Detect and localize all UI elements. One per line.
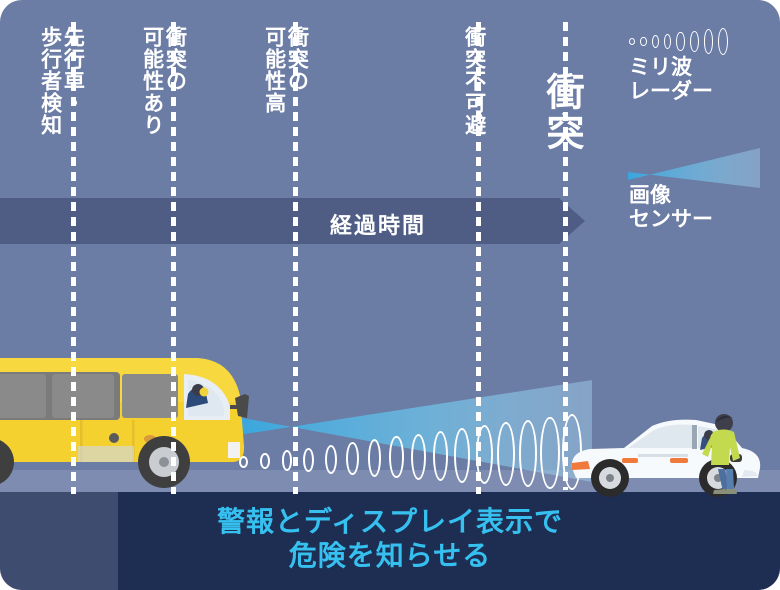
radar-pulse-icon	[497, 422, 516, 486]
legend-camera-wedge-icon	[628, 148, 760, 188]
stage-guide-unavoidable	[476, 22, 481, 494]
radar-pulse-icon	[281, 450, 293, 471]
legend-camera-label: 画像 センサー	[629, 184, 713, 231]
radar-pulse-icon	[411, 433, 426, 480]
radar-pulse-icon	[629, 38, 635, 45]
radar-pulse-icon	[389, 436, 404, 479]
legend-radar-label: ミリ波 レーダー	[629, 56, 713, 103]
stage-label-high: 衝突の 可能性高	[262, 26, 309, 114]
yellow-bus	[0, 358, 249, 488]
radar-pulse-icon	[640, 36, 647, 47]
elapsed-time-arrow-bar	[0, 198, 560, 244]
radar-pulse-icon	[717, 28, 728, 55]
stage-guide-high	[293, 22, 298, 494]
radar-pulse-icon	[540, 416, 560, 489]
radar-pulse-icon	[260, 453, 270, 470]
radar-pulse-icon	[367, 439, 382, 477]
radar-pulse-icon	[518, 419, 538, 488]
radar-pulse-icon	[432, 430, 449, 482]
radar-pulse-icon	[454, 428, 471, 483]
radar-pulse-icon	[651, 35, 659, 48]
radar-pulse-icon	[689, 30, 699, 53]
radar-pulse-icon	[663, 33, 672, 50]
caption-block: 警報とディスプレイ表示で 危険を知らせる	[0, 505, 780, 573]
caption-line-2: 危険を知らせる	[288, 540, 492, 572]
radar-pulse-icon	[303, 447, 315, 473]
elapsed-time-label: 経過時間	[330, 213, 427, 238]
legend-radar-icons	[629, 28, 728, 55]
pedestrian-walking	[702, 414, 740, 494]
stage-label-possible: 衝突の 可能性あり	[140, 26, 187, 136]
stage-guide-possible	[171, 22, 176, 494]
stage-label-detect: 先行車・ 歩行者検知	[38, 26, 85, 136]
caption-line-1: 警報とディスプレイ表示で	[216, 506, 564, 537]
road-right-band	[118, 492, 780, 590]
stage-guide-detect	[71, 22, 76, 494]
road-left-band	[0, 492, 118, 590]
radar-pulse-icon	[703, 29, 713, 54]
stage-label-collision: 衝突	[540, 72, 583, 152]
stage-guide-collision	[563, 22, 568, 490]
stage-label-unavoidable: 衝突不可避	[462, 26, 486, 136]
radar-pulse-icon	[238, 456, 248, 468]
radar-pulse-icon	[346, 442, 359, 476]
radar-pulse-icon	[324, 444, 337, 474]
radar-pulse-icon	[676, 32, 685, 51]
